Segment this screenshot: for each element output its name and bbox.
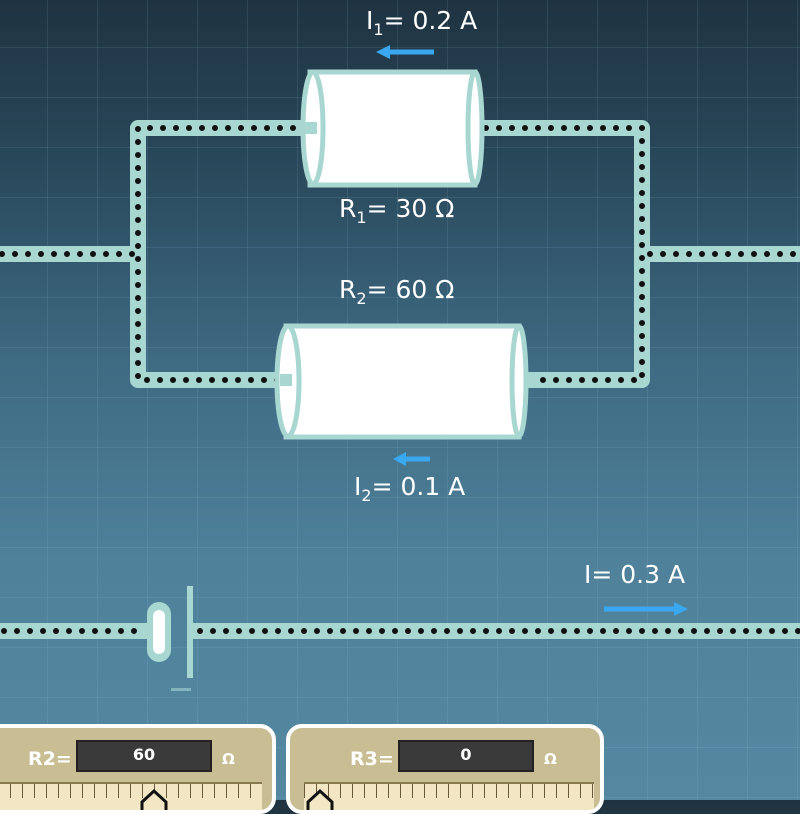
r2-label: R2= 60 Ω (339, 275, 455, 308)
r3-value-field[interactable]: 0 (398, 740, 534, 772)
r3-slider[interactable] (304, 782, 594, 814)
r2-value-field[interactable]: 60 (76, 740, 212, 772)
r2-slider-handle-icon[interactable] (0, 782, 262, 814)
r2-control-label: R2= (28, 748, 72, 770)
battery[interactable] (147, 586, 193, 691)
arrow-i1-icon (376, 45, 434, 59)
resistor-r1[interactable] (300, 69, 485, 188)
arrow-total-icon (604, 602, 688, 616)
i-total-label: I= 0.3 A (584, 560, 686, 589)
i2-label: I2= 0.1 A (354, 472, 466, 505)
r2-unit: Ω (222, 750, 235, 768)
r3-control-label: R3= (350, 748, 394, 770)
r1-label: R1= 30 Ω (339, 194, 455, 227)
electron-dots (0, 125, 800, 634)
i1-label: I1= 0.2 A (366, 6, 478, 39)
r3-unit: Ω (544, 750, 557, 768)
resistor-r2[interactable] (274, 323, 529, 440)
r2-control-panel: R2= 60 Ω (0, 724, 276, 814)
arrow-i2-icon (393, 452, 430, 466)
r3-control-panel: R3= 0 Ω (286, 724, 604, 814)
r2-slider[interactable] (0, 782, 262, 814)
r3-slider-handle-icon[interactable] (304, 782, 594, 814)
